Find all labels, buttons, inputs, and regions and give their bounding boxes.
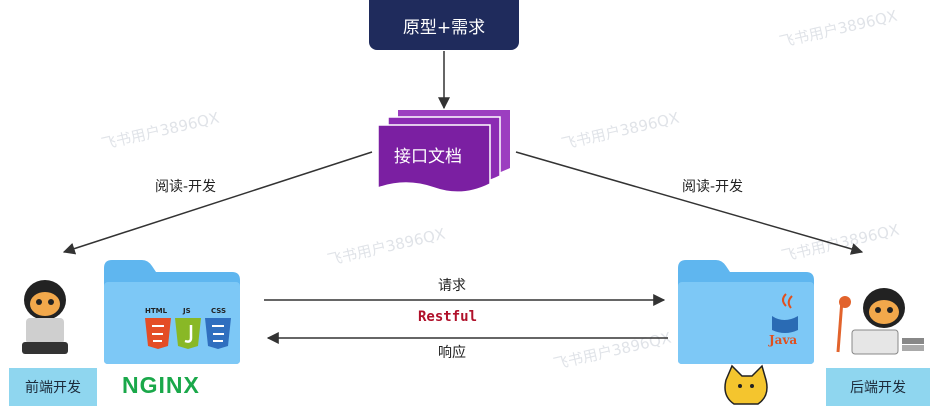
edge-label-request: 请求 [438,278,466,294]
edge-label-read-right: 阅读-开发 [682,179,744,195]
html-logo-text: HTML [145,307,168,315]
edge-label-read-left: 阅读-开发 [155,179,217,195]
backend-dev-badge: 后端开发 [826,368,930,406]
frontend-monkey [22,280,68,354]
java-logo-text: Java [769,333,798,347]
edge-label-response: 响应 [438,345,466,361]
api-doc-label: 接口文档 [394,147,462,167]
arrow-doc-to-backend [515,151,864,255]
edge-label-restful: Restful [418,309,478,325]
arrow-doc-to-frontend [62,151,373,255]
frontend-folder [104,260,240,364]
js-logo-text: JS [183,307,191,315]
frontend-dev-badge: 前端开发 [9,368,97,406]
css-logo-text: CSS [211,307,227,315]
nginx-logo: NGINX [122,372,200,398]
backend-monkey [836,288,924,355]
backend-folder [678,260,814,364]
api-doc-shape [377,110,510,193]
tomcat-logo [724,364,768,405]
prototype-requirements-node: 原型+需求 [369,0,519,50]
